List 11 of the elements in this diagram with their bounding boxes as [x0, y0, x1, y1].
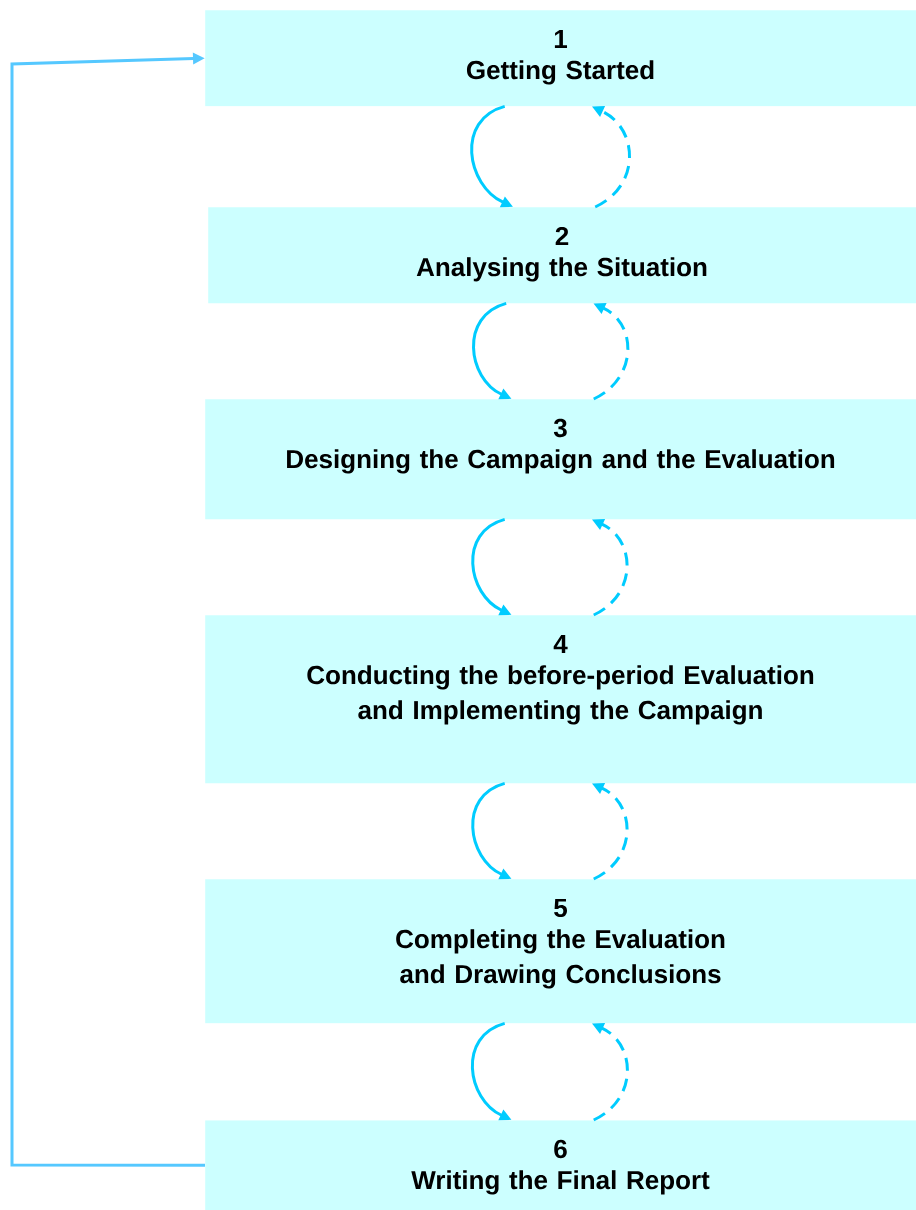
process-box: 6 Writing the Final Report [205, 1120, 916, 1210]
process-box: 1 Getting Started [205, 10, 916, 107]
process-box: 5 Completing the Evaluation and Drawing Conclusions [205, 879, 916, 1024]
arrow [592, 783, 629, 881]
arrow [592, 1023, 629, 1122]
process-box: 4 Conducting the before-period Evaluation and Implementing the Campaign [205, 615, 916, 784]
process-box: 2 Analysing the Situation [208, 207, 916, 304]
arrow [592, 519, 629, 617]
process-box: 3 Designing the Campaign and the Evaluation [205, 399, 916, 520]
arrow [10, 52, 205, 1167]
arrow [592, 303, 630, 401]
